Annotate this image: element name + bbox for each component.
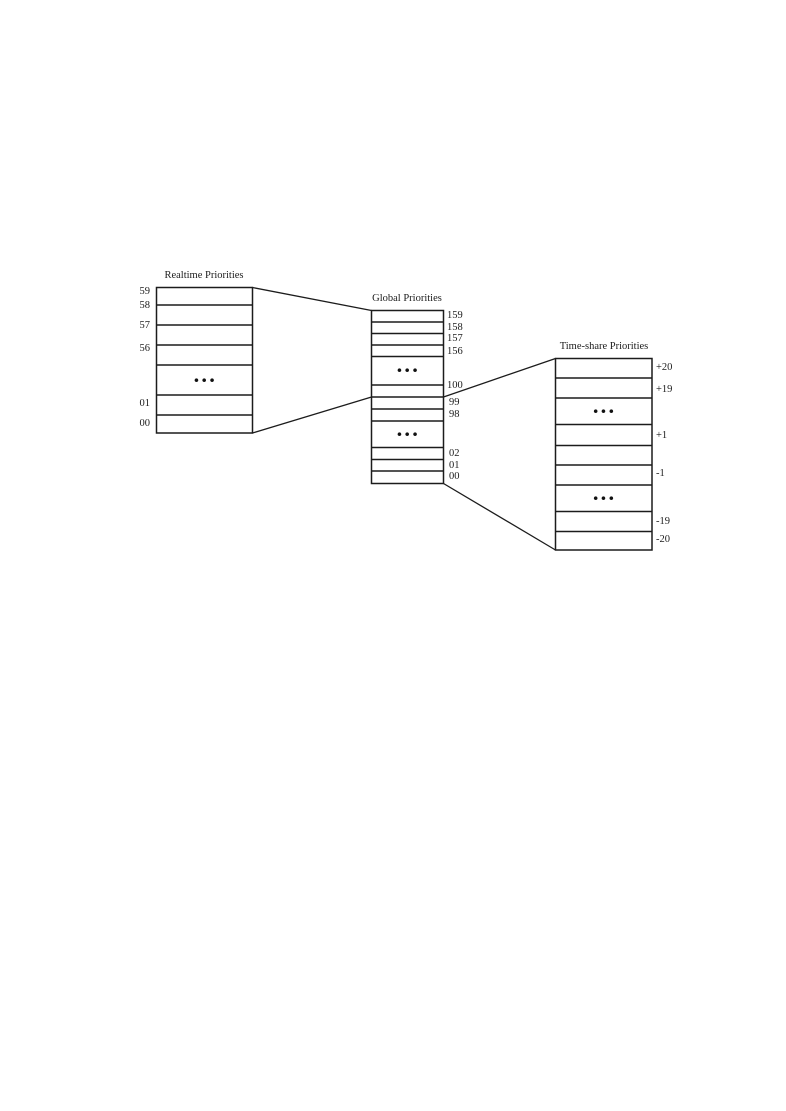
global-label-159: 159 — [447, 310, 463, 321]
connector-realtime-to-global-top — [252, 286, 372, 312]
realtime-ellipsis-icon: ••• — [192, 372, 217, 388]
global-label-157: 157 — [447, 333, 463, 344]
global-ellipsis-icon-upper: ••• — [395, 363, 420, 379]
global-label-156: 156 — [447, 346, 463, 357]
realtime-label-01: 01 — [139, 397, 151, 409]
global-label-98: 98 — [449, 408, 460, 420]
global-label-00: 00 — [449, 471, 460, 482]
realtime-label-59: 59 — [139, 285, 151, 297]
timeshare-label-plus1: +1 — [656, 430, 668, 441]
global-label-99: 99 — [449, 396, 460, 408]
realtime-table-title: Realtime Priorities — [164, 270, 244, 281]
timeshare-table-title: Time-share Priorities — [559, 341, 649, 352]
timeshare-label-plus20: +20 — [656, 362, 673, 373]
connector-global-to-timeshare-bottom — [443, 482, 556, 551]
global-label-01: 01 — [449, 459, 460, 471]
connector-realtime-to-global-bottom — [252, 396, 372, 434]
timeshare-label-plus19: +19 — [656, 383, 673, 395]
connector-global-to-timeshare-top — [443, 357, 556, 398]
global-ellipsis-icon-lower: ••• — [395, 426, 420, 442]
timeshare-table-outline — [554, 357, 653, 551]
timeshare-ellipsis-icon-upper: ••• — [591, 403, 616, 419]
timeshare-label-minus20: -20 — [656, 534, 670, 545]
timeshare-label-minus1: -1 — [656, 467, 665, 479]
global-label-158: 158 — [447, 321, 463, 333]
realtime-label-58: 58 — [139, 300, 151, 311]
global-label-02: 02 — [449, 447, 460, 459]
timeshare-ellipsis-icon-lower: ••• — [591, 490, 616, 506]
realtime-label-00: 00 — [139, 417, 151, 429]
timeshare-label-minus19: -19 — [656, 516, 670, 527]
global-label-100: 100 — [447, 379, 463, 391]
realtime-label-56: 56 — [139, 343, 151, 354]
realtime-table-outline — [155, 286, 254, 434]
global-table-title: Global Priorities — [372, 293, 442, 304]
realtime-label-57: 57 — [139, 320, 151, 331]
